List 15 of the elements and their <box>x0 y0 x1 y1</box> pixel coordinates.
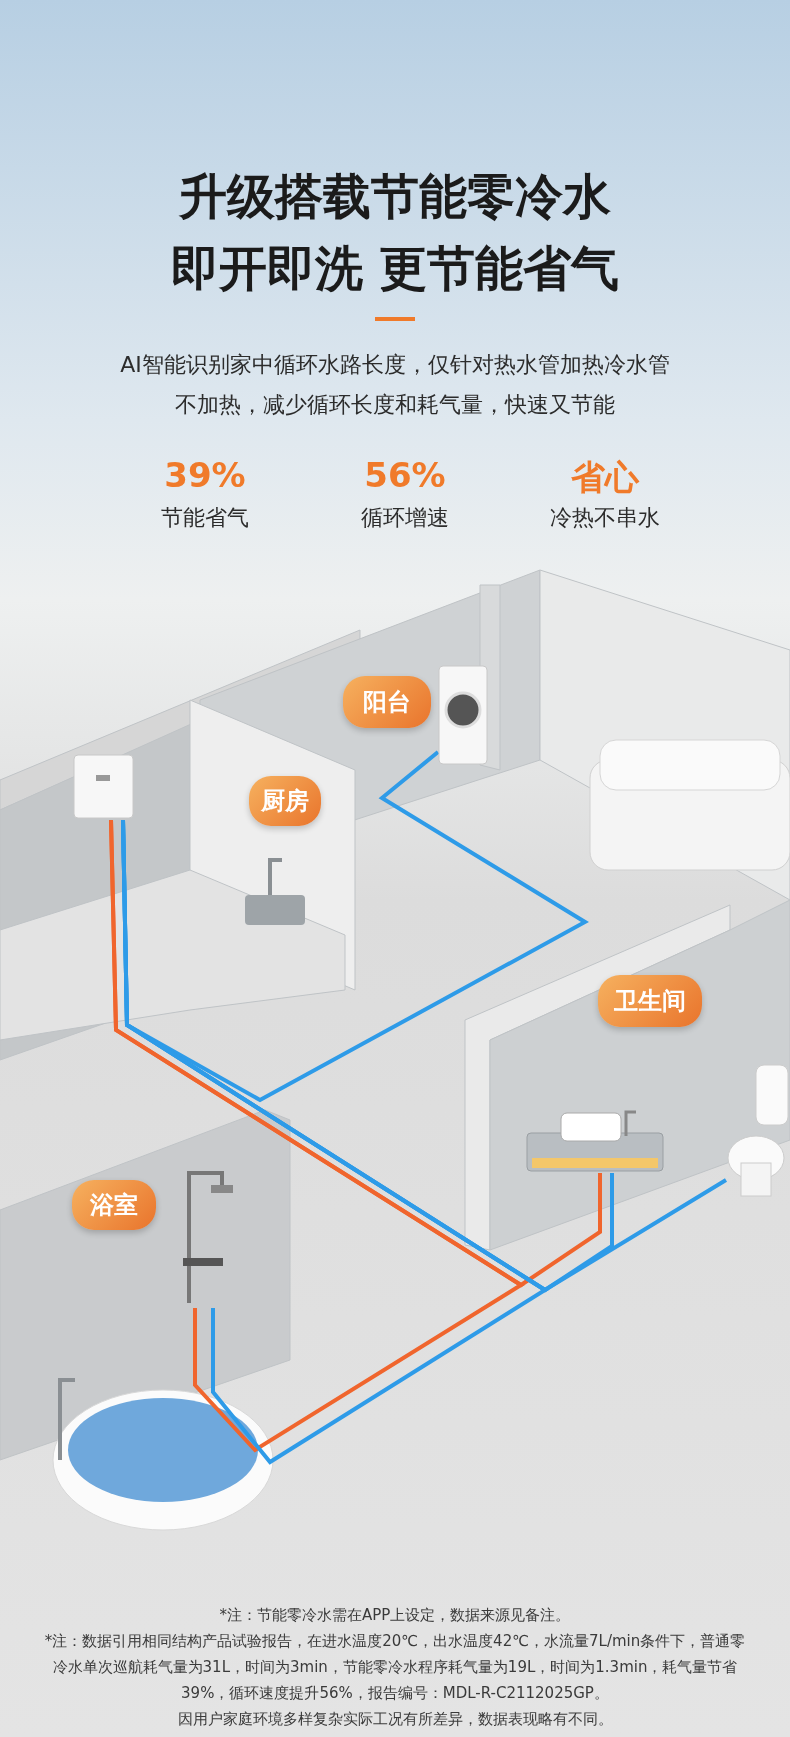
stat-caption: 节能省气 <box>160 504 250 532</box>
subtitle: AI智能识别家中循环水路长度，仅针对热水管加热冷水管不加热，减少循环长度和耗气量，快速又节能 <box>119 351 671 419</box>
room-tag: 浴室 <box>72 1180 156 1230</box>
footnote: *注：数据引用相同结构产品试验报告，在进水温度20℃，出水温度42℃，水流量7L/min条件下，普通零冷水单次巡航耗气量为31L，时间为3min，节能零冷水程序耗气量为19L，时间为1.3min，耗气量节省39%，循环速度提升56%，报告编号：MDL-R-C2112025GP。 <box>43 1631 747 1704</box>
footnote: *注：节能零冷水需在APP上设定，数据来源见备注。 <box>218 1605 572 1626</box>
stat-caption: 冷热不串水 <box>549 504 661 532</box>
room-tag: 卫生间 <box>598 975 702 1027</box>
stat-value: 56% <box>363 455 447 495</box>
title: 升级搭载节能零冷水即开即洗 更节能省气 <box>169 167 621 298</box>
room-tag: 阳台 <box>343 676 431 728</box>
stat-value: 省心 <box>570 456 641 499</box>
footnote: 因用户家庭环境多样复杂实际工况有所差异，数据表现略有不同。 <box>176 1709 614 1730</box>
room-tag: 厨房 <box>249 776 321 826</box>
stat-caption: 循环增速 <box>360 504 450 532</box>
stat-value: 39% <box>163 455 247 495</box>
